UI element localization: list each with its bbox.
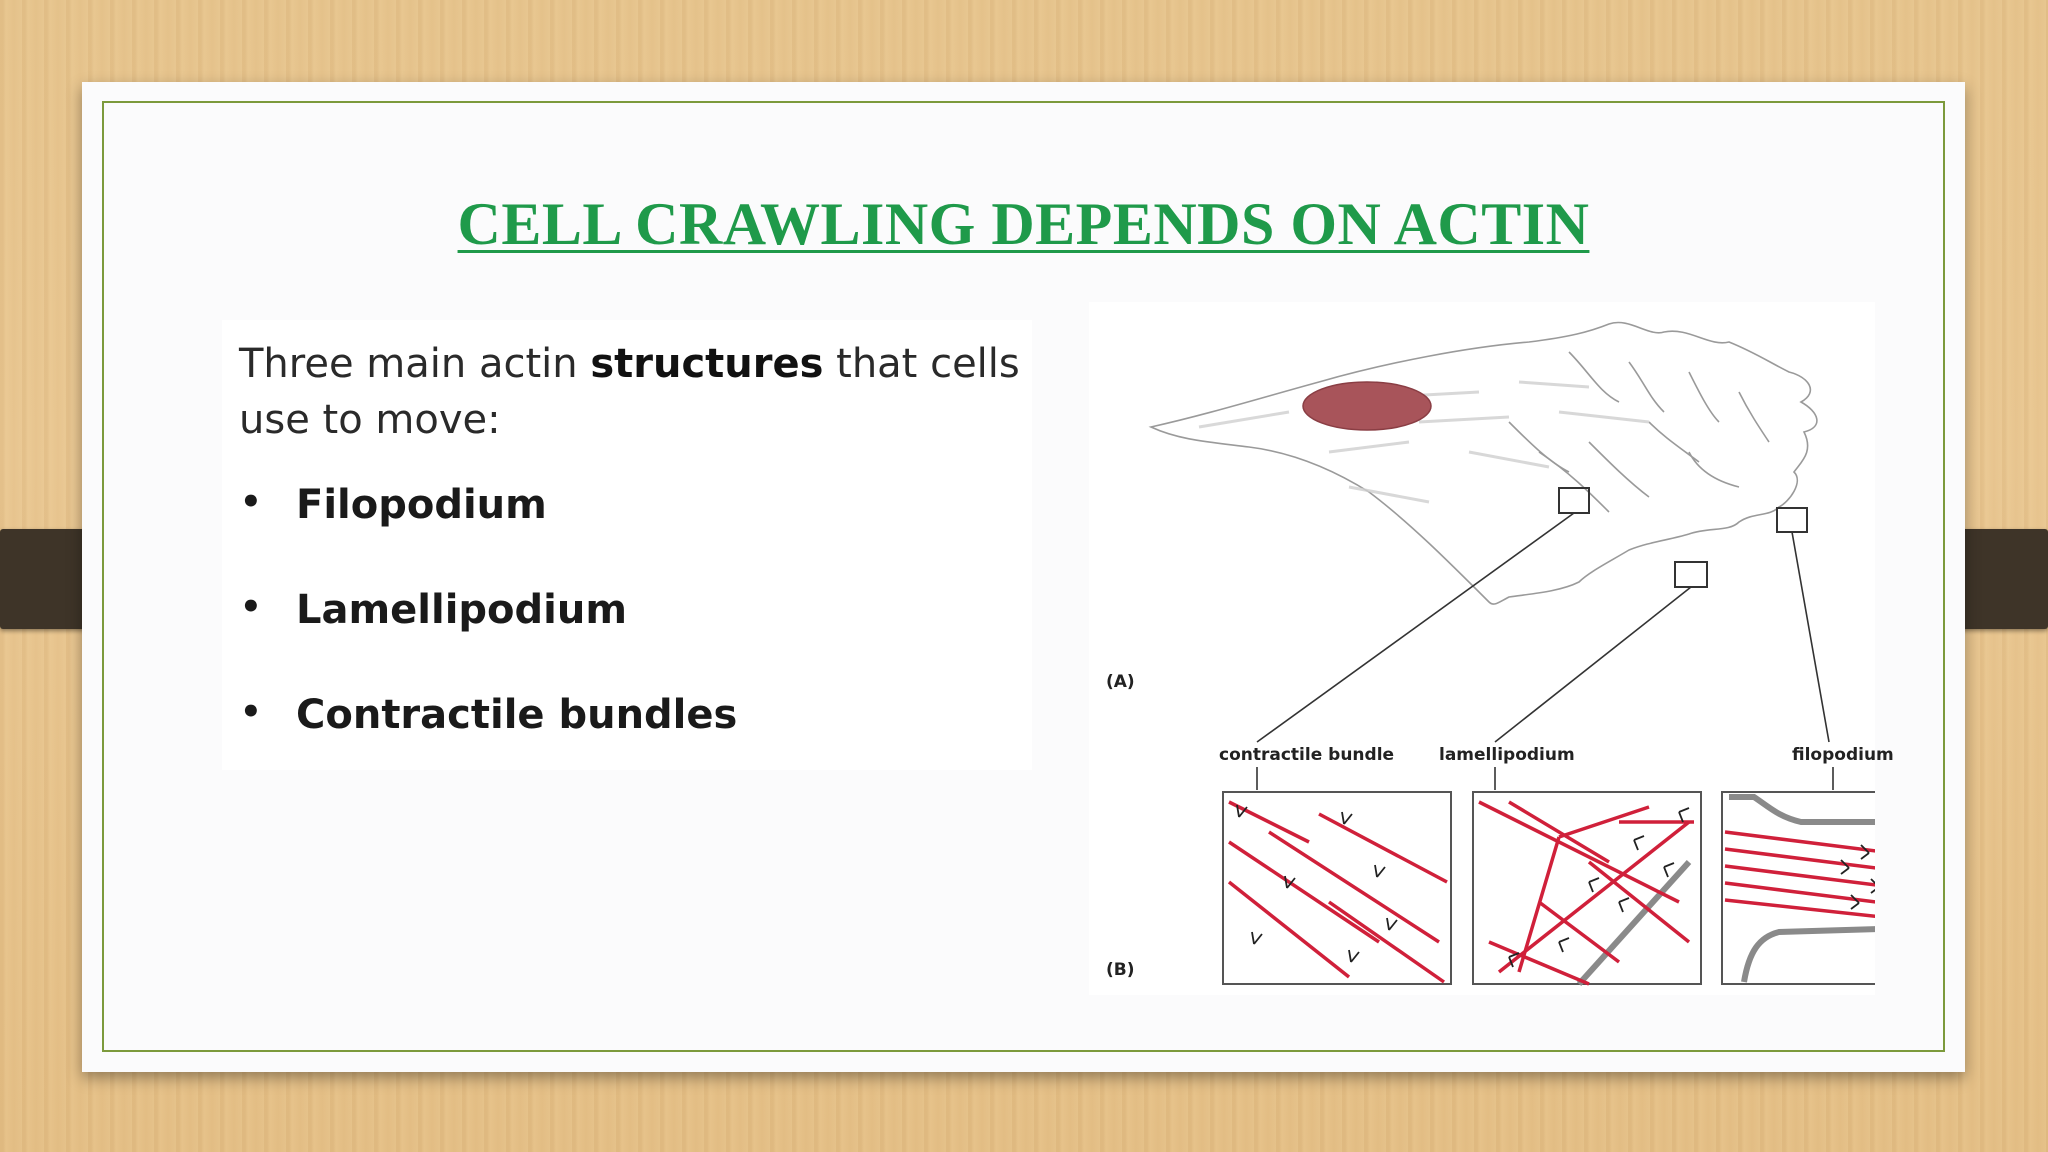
intro-after: that cells use to move: [239, 341, 1020, 443]
inset-contractile-bundle [1222, 791, 1452, 985]
text-panel: Three main actin structures that cells u… [222, 320, 1032, 770]
bullet-list: • Filopodium • Lamellipodium • Contractile … [234, 482, 737, 797]
inset-label-contractile: contractile bundle [1219, 745, 1395, 765]
bullet-item: • Filopodium [234, 482, 737, 587]
inset-box-lamellipodium [1674, 561, 1708, 588]
slide-frame [102, 101, 1945, 1052]
bullet-label: Contractile bundles [296, 692, 738, 738]
figure-drawing [1148, 321, 1875, 987]
inset-label-filopodium: filopodium [1792, 745, 1894, 765]
inset-label-lamellipodium: lamellipodium [1439, 745, 1575, 765]
nucleus [1302, 381, 1432, 431]
intro-text: Three main actin structures that cells u… [239, 336, 1029, 448]
bullet-item: • Lamellipodium [234, 587, 737, 692]
slide: CELL CRAWLING DEPENDS ON ACTIN Three mai… [82, 82, 1965, 1072]
intro-bold: structures [590, 341, 824, 387]
panel-b-label: (B) [1106, 960, 1135, 980]
cell-outline [1148, 321, 1818, 605]
inset-box-contractile [1558, 487, 1590, 514]
bullet-icon: • [240, 692, 262, 732]
bullet-icon: • [240, 587, 262, 627]
intro-before: Three main actin [239, 341, 591, 387]
leader-lines [1256, 512, 1834, 790]
bullet-label: Lamellipodium [296, 587, 628, 633]
inset-filopodium [1721, 791, 1875, 985]
inset-box-filopodium [1776, 507, 1808, 533]
panel-a-label: (A) [1106, 672, 1135, 692]
slide-title: CELL CRAWLING DEPENDS ON ACTIN [457, 191, 1590, 257]
bullet-label: Filopodium [296, 482, 547, 528]
bullet-item: • Contractile bundles [234, 692, 737, 797]
actin-figure: (A) (B) contractile bundle lamellipodium… [1089, 302, 1894, 995]
inset-lamellipodium [1472, 791, 1702, 987]
bullet-icon: • [240, 482, 262, 522]
